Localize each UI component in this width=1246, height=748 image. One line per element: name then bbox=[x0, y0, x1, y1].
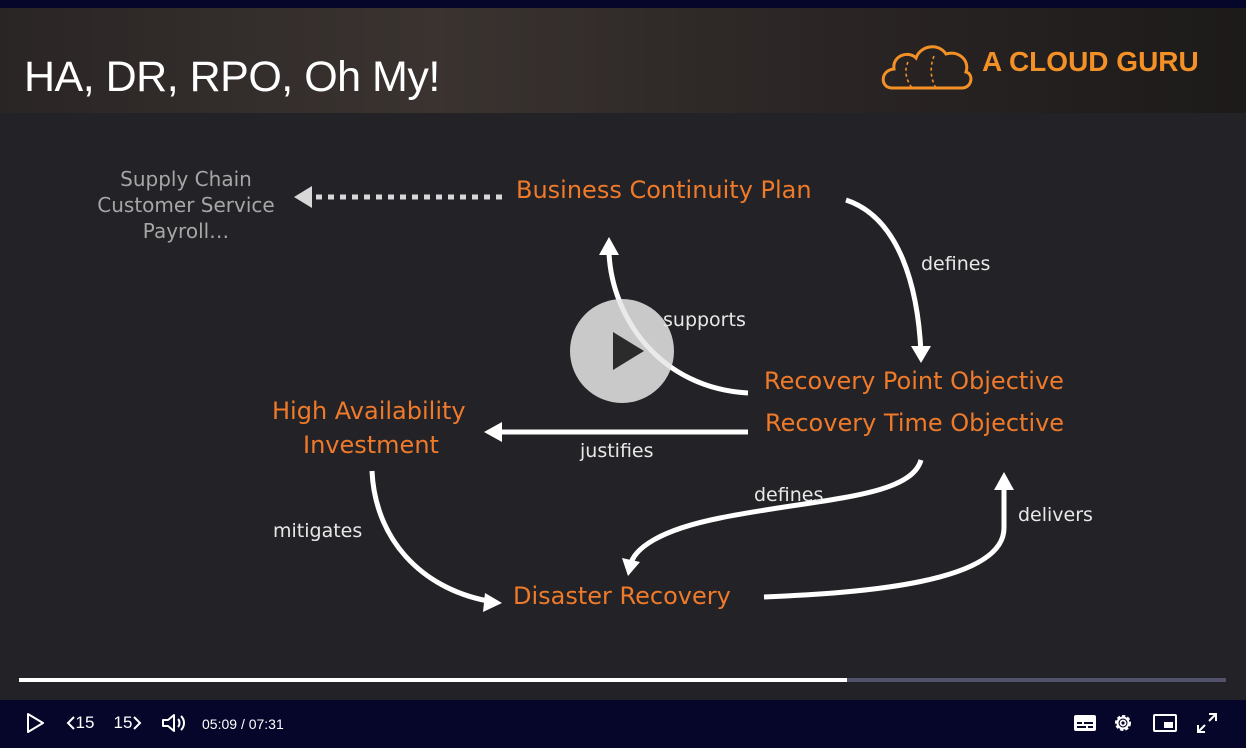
progress-fill bbox=[19, 678, 847, 682]
fullscreen-icon bbox=[1197, 713, 1217, 733]
edge-label-supports: supports bbox=[663, 309, 746, 331]
settings-button[interactable] bbox=[1108, 708, 1138, 738]
arrowhead-defines-top bbox=[911, 346, 931, 363]
arrow-mitigates bbox=[369, 470, 489, 604]
slide-header: HA, DR, RPO, Oh My! A CLOUD GURU bbox=[0, 8, 1246, 113]
diagram-arrows bbox=[294, 186, 1014, 612]
volume-button[interactable] bbox=[158, 708, 190, 738]
edge-label-justifies: justifies bbox=[580, 440, 654, 462]
slide-title: HA, DR, RPO, Oh My! bbox=[24, 53, 440, 101]
play-icon bbox=[613, 332, 644, 370]
center-play-button[interactable] bbox=[570, 299, 674, 403]
node-recovery-time-objective: Recovery Time Objective bbox=[765, 409, 1065, 437]
play-icon bbox=[27, 713, 44, 733]
volume-icon bbox=[162, 714, 185, 732]
side-item-supply-chain: Supply Chain bbox=[120, 167, 252, 191]
edge-label-delivers: delivers bbox=[1018, 504, 1093, 526]
side-item-customer-service: Customer Service bbox=[97, 193, 275, 217]
edge-label-defines-bottom: defines bbox=[754, 484, 824, 506]
settings-icon bbox=[1115, 715, 1131, 731]
node-disaster-recovery: Disaster Recovery bbox=[513, 582, 731, 610]
arrowhead-side bbox=[294, 186, 312, 208]
acloudguru-logo: A CLOUD GURU bbox=[878, 36, 1218, 96]
duration: 07:31 bbox=[248, 716, 284, 732]
arrow-delivers bbox=[763, 486, 1007, 600]
top-strip bbox=[0, 0, 1246, 8]
fullscreen-button[interactable] bbox=[1192, 708, 1222, 738]
side-item-payroll: Payroll… bbox=[142, 219, 230, 243]
arrowhead-defines-bottom bbox=[622, 558, 640, 576]
skip-forward-button[interactable]: 15 bbox=[108, 708, 148, 738]
picture-in-picture-icon bbox=[1153, 714, 1177, 732]
logo-text: A CLOUD GURU bbox=[982, 46, 1199, 77]
arrow-defines-top bbox=[845, 197, 924, 354]
slide-frame: HA, DR, RPO, Oh My! A CLOUD GURU bbox=[0, 8, 1246, 706]
side-list: Supply Chain Customer Service Payroll… bbox=[86, 166, 286, 244]
control-bar: 15 15 05:09 / 07:31 bbox=[0, 700, 1246, 748]
node-high-availability-line2: Investment bbox=[303, 431, 439, 459]
skip-forward-icon bbox=[133, 716, 142, 730]
arrowhead-mitigates bbox=[483, 593, 502, 612]
captions-icon bbox=[1074, 715, 1096, 731]
arrowhead-delivers bbox=[994, 472, 1014, 490]
arrowhead-supports bbox=[599, 237, 619, 255]
node-high-availability-line1: High Availability bbox=[272, 397, 466, 425]
current-time: 05:09 bbox=[202, 716, 238, 732]
skip-forward-label: 15 bbox=[113, 713, 133, 732]
play-button[interactable] bbox=[22, 708, 48, 738]
arrowhead-justifies bbox=[484, 422, 502, 442]
edge-label-mitigates: mitigates bbox=[273, 520, 363, 542]
captions-button[interactable] bbox=[1070, 708, 1100, 738]
time-display: 05:09 / 07:31 bbox=[202, 716, 284, 732]
skip-back-button[interactable]: 15 bbox=[60, 708, 100, 738]
time-separator: / bbox=[240, 716, 245, 732]
skip-back-label: 15 bbox=[75, 713, 95, 732]
progress-bar[interactable] bbox=[19, 678, 1226, 682]
cloud-logo-icon bbox=[881, 45, 973, 90]
picture-in-picture-button[interactable] bbox=[1150, 708, 1180, 738]
skip-back-icon bbox=[66, 716, 75, 730]
edge-label-defines-top: defines bbox=[921, 253, 991, 275]
arrow-defines-bottom bbox=[627, 459, 924, 567]
node-recovery-point-objective: Recovery Point Objective bbox=[764, 367, 1064, 395]
node-business-continuity-plan: Business Continuity Plan bbox=[516, 176, 812, 204]
